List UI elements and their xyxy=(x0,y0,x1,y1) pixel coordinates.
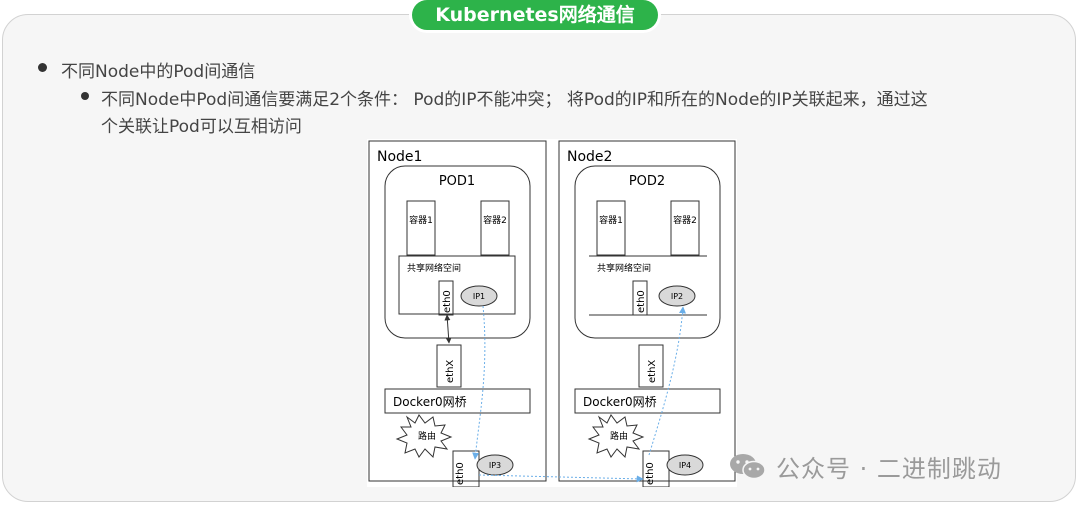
pod1-label: POD1 xyxy=(439,174,475,189)
node1-container1-label: 容器1 xyxy=(409,214,433,226)
node2-host-eth0-label: eth0 xyxy=(645,462,656,485)
node1-host-eth0-label: eth0 xyxy=(455,462,466,485)
node2-container1 xyxy=(596,200,626,256)
pod1-box xyxy=(384,165,531,339)
node1-veth-link xyxy=(444,314,452,344)
pod2-label: POD2 xyxy=(629,174,665,189)
node1-container1 xyxy=(406,200,436,256)
node2-docker0-label: Docker0网桥 xyxy=(583,395,657,409)
node1-ethx xyxy=(436,344,462,388)
node2-ip4-ellipse xyxy=(666,454,704,476)
bullet-level2-line2: 个关联让Pod可以互相访问 xyxy=(101,117,302,137)
flow-ip1-to-ip3 xyxy=(472,305,486,460)
pod2-box xyxy=(574,165,721,339)
node1-container2 xyxy=(480,200,510,256)
bullet-level2-line1: 不同Node中Pod间通信要满足2个条件： Pod的IP不能冲突； 将Pod的I… xyxy=(101,90,928,110)
watermark-text: 公众号 · 二进制跳动 xyxy=(776,454,1002,483)
node2-ethx xyxy=(638,344,664,388)
node2-router-label: 路由 xyxy=(610,430,628,442)
node2-ip2-ellipse xyxy=(658,285,696,307)
node1-shared-ns-label: 共享网络空间 xyxy=(407,262,461,274)
node2-container2 xyxy=(670,200,700,256)
node1-shared-ns xyxy=(398,255,516,315)
node2-frame xyxy=(558,140,736,482)
node1-pod-eth0-label: eth0 xyxy=(442,290,453,313)
node1-ip1-label: IP1 xyxy=(473,292,485,301)
watermark: 公众号 · 二进制跳动 xyxy=(728,448,1002,484)
slide-title: Kubernetes网络通信 xyxy=(412,0,658,30)
bullet-dot-1 xyxy=(38,63,47,72)
node1-container2-label: 容器2 xyxy=(483,214,507,226)
node1-label: Node1 xyxy=(377,149,422,165)
node2-container2-label: 容器2 xyxy=(673,214,697,226)
node2: Node2 POD2 容器1 容器2 共享网络空间 eth0 IP2 ethX … xyxy=(558,140,736,487)
flow-ip4-to-ip2 xyxy=(648,306,687,456)
flow-ip3-to-ip4 xyxy=(478,474,644,483)
node1-frame xyxy=(368,140,547,482)
node2-router-burst xyxy=(587,414,645,459)
node1-ip3-label: IP3 xyxy=(489,461,501,470)
bullet-dot-2 xyxy=(81,92,89,100)
node2-label: Node2 xyxy=(567,149,612,165)
node1: Node1 POD1 容器1 容器2 共享网络空间 eth0 IP1 ethX … xyxy=(368,140,547,487)
node1-router-label: 路由 xyxy=(418,430,436,442)
node2-docker0-bridge xyxy=(574,388,721,414)
wechat-icon xyxy=(730,454,766,480)
node1-ip3-ellipse xyxy=(476,454,514,476)
node1-ip1-ellipse xyxy=(460,285,498,307)
node1-docker0-label: Docker0网桥 xyxy=(393,395,467,409)
bullet-level1: 不同Node中的Pod间通信 xyxy=(61,62,256,82)
node2-shared-ns-label: 共享网络空间 xyxy=(597,262,651,274)
node2-ip2-label: IP2 xyxy=(671,292,683,301)
traffic-flow xyxy=(472,305,687,483)
node2-ip4-label: IP4 xyxy=(679,461,691,470)
node1-router-burst xyxy=(395,414,453,459)
node1-docker0-bridge xyxy=(384,388,531,414)
node2-pod-eth0 xyxy=(632,280,648,316)
node2-ethx-label: ethX xyxy=(647,360,658,383)
node2-container1-label: 容器1 xyxy=(599,214,623,226)
node2-pod-eth0-label: eth0 xyxy=(636,290,647,313)
network-diagram: Node1 POD1 容器1 容器2 共享网络空间 eth0 IP1 ethX … xyxy=(367,139,737,487)
node1-ethx-label: ethX xyxy=(445,360,456,383)
